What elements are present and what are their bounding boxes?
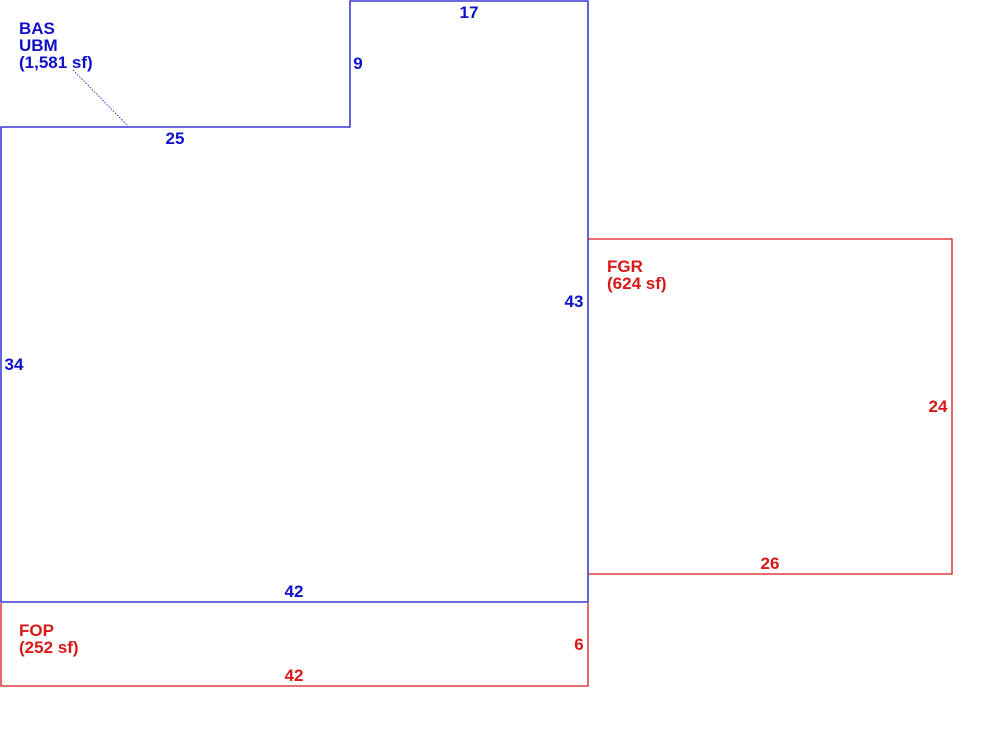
bas-dim-step-top: 25	[166, 129, 185, 148]
fop-dim-right: 6	[574, 635, 583, 654]
bas-outline	[0, 0, 589, 603]
bas-dim-top: 17	[460, 3, 479, 22]
fgr-dim-right: 24	[929, 397, 948, 416]
fop-area-label: (252 sf)	[19, 638, 79, 657]
fop-outline	[0, 603, 589, 687]
fop-code-label: FOP	[19, 621, 54, 640]
fgr-dim-bottom: 26	[761, 554, 780, 573]
bas-dim-step-side: 9	[353, 54, 362, 73]
bas-code-label: BAS	[19, 19, 55, 38]
fgr-area-label: (624 sf)	[607, 274, 667, 293]
bas-dim-right: 43	[565, 292, 584, 311]
bas-leader-line	[72, 69, 129, 127]
fop-dim-bottom: 42	[285, 666, 304, 685]
bas-dim-bottom: 42	[285, 582, 304, 601]
fgr-outline	[588, 238, 953, 575]
ubm-code-label: UBM	[19, 36, 58, 55]
fgr-code-label: FGR	[607, 257, 643, 276]
bas-area-label: (1,581 sf)	[19, 53, 93, 72]
bas-dim-left: 34	[5, 355, 24, 374]
